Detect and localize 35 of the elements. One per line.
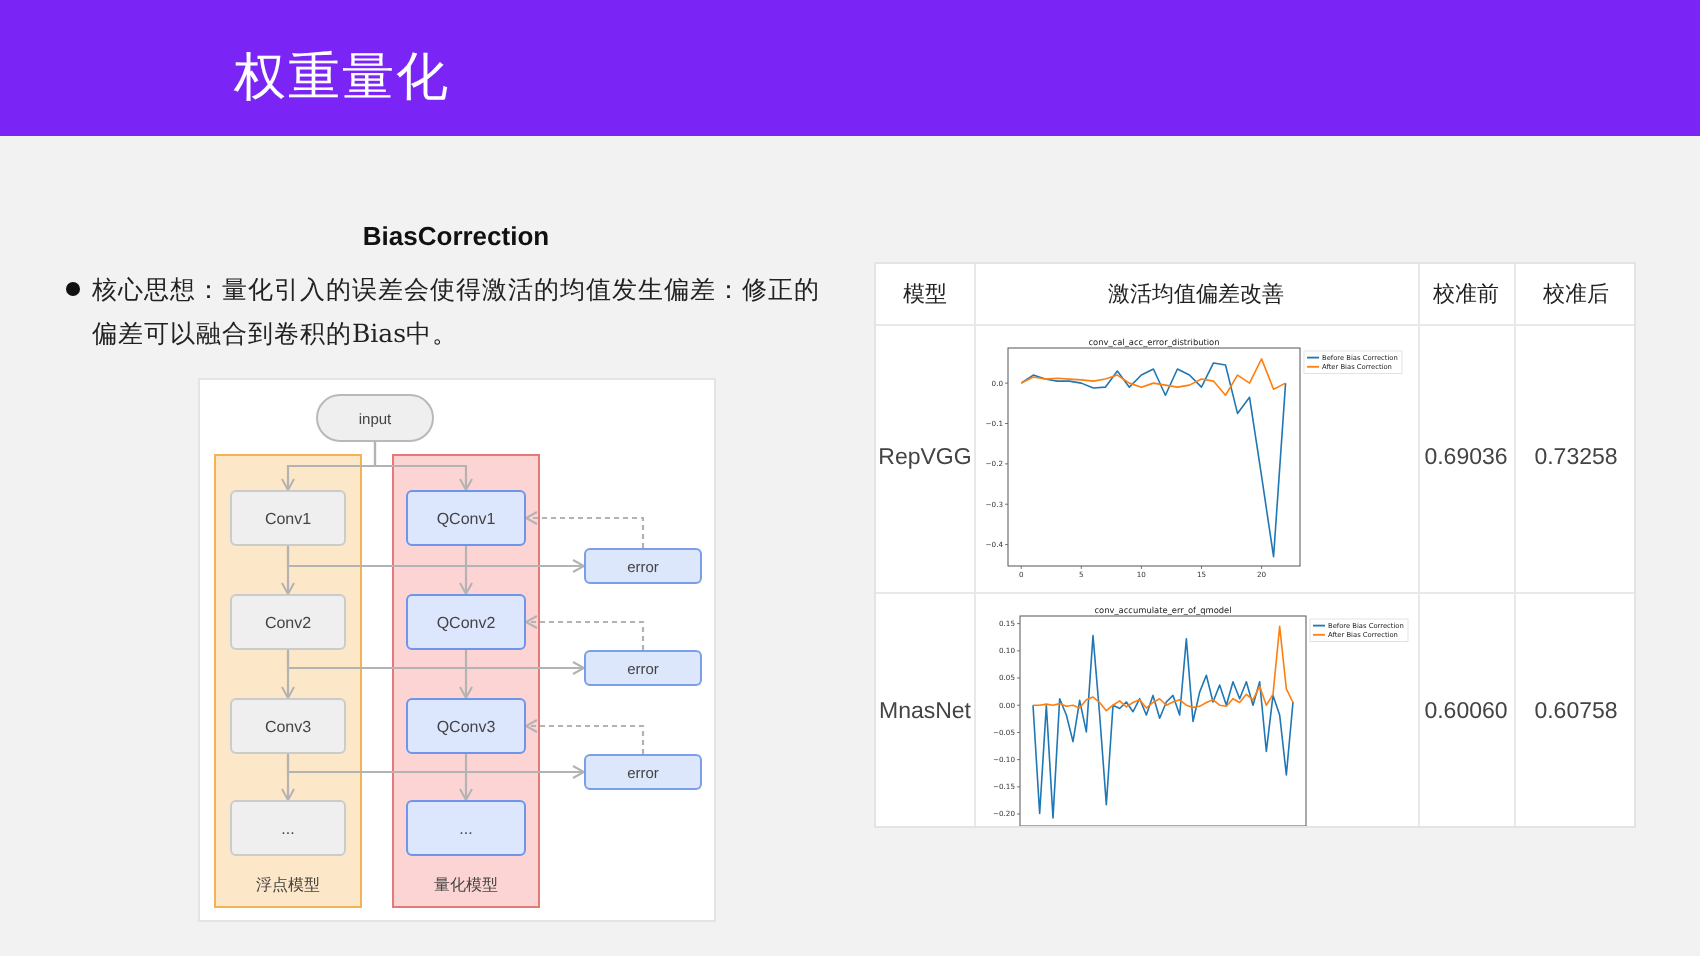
section-heading: BiasCorrection bbox=[362, 221, 550, 251]
layer-box: QConv3 bbox=[406, 698, 526, 754]
layer-box: Conv3 bbox=[230, 698, 346, 754]
arrow bbox=[459, 650, 473, 699]
arrow bbox=[286, 546, 585, 573]
table-value: 0.60758 bbox=[1534, 699, 1618, 723]
dashed-arrow bbox=[525, 719, 645, 754]
column-header: 模型 bbox=[903, 281, 947, 309]
table-value: 0.69036 bbox=[1424, 446, 1508, 470]
row-header: MnasNet bbox=[878, 699, 972, 723]
layer-box: QConv2 bbox=[406, 594, 526, 650]
column-header: 校准前 bbox=[1433, 281, 1499, 309]
arrow bbox=[286, 650, 585, 675]
group-label: 量化模型 bbox=[434, 874, 498, 896]
column-header: 校准后 bbox=[1543, 281, 1609, 309]
column-header: 激活均值偏差改善 bbox=[1108, 280, 1284, 309]
arrow bbox=[373, 442, 473, 491]
layer-box: Conv1 bbox=[230, 490, 346, 546]
dashed-arrow bbox=[525, 511, 645, 548]
layer-box: ... bbox=[406, 800, 526, 856]
layer-box: QConv1 bbox=[406, 490, 526, 546]
group-label: 浮点模型 bbox=[256, 874, 320, 896]
layer-box: ... bbox=[230, 800, 346, 856]
group-frame bbox=[214, 454, 362, 908]
table-value: 0.60060 bbox=[1424, 699, 1508, 723]
layer-box: Conv2 bbox=[230, 594, 346, 650]
arrow bbox=[286, 754, 585, 779]
arrow bbox=[459, 546, 473, 595]
bullet-text: 核心思想：量化引入的误差会使得激活的均值发生偏差：修正的偏差可以融合到卷积的Bias中。 bbox=[92, 272, 822, 352]
group-frame bbox=[392, 454, 540, 908]
slide-title: 权重量化 bbox=[234, 44, 450, 110]
dashed-arrow bbox=[525, 615, 645, 650]
arrow bbox=[459, 754, 473, 801]
row-header: RepVGG bbox=[878, 446, 972, 470]
table-value: 0.73258 bbox=[1534, 446, 1618, 470]
